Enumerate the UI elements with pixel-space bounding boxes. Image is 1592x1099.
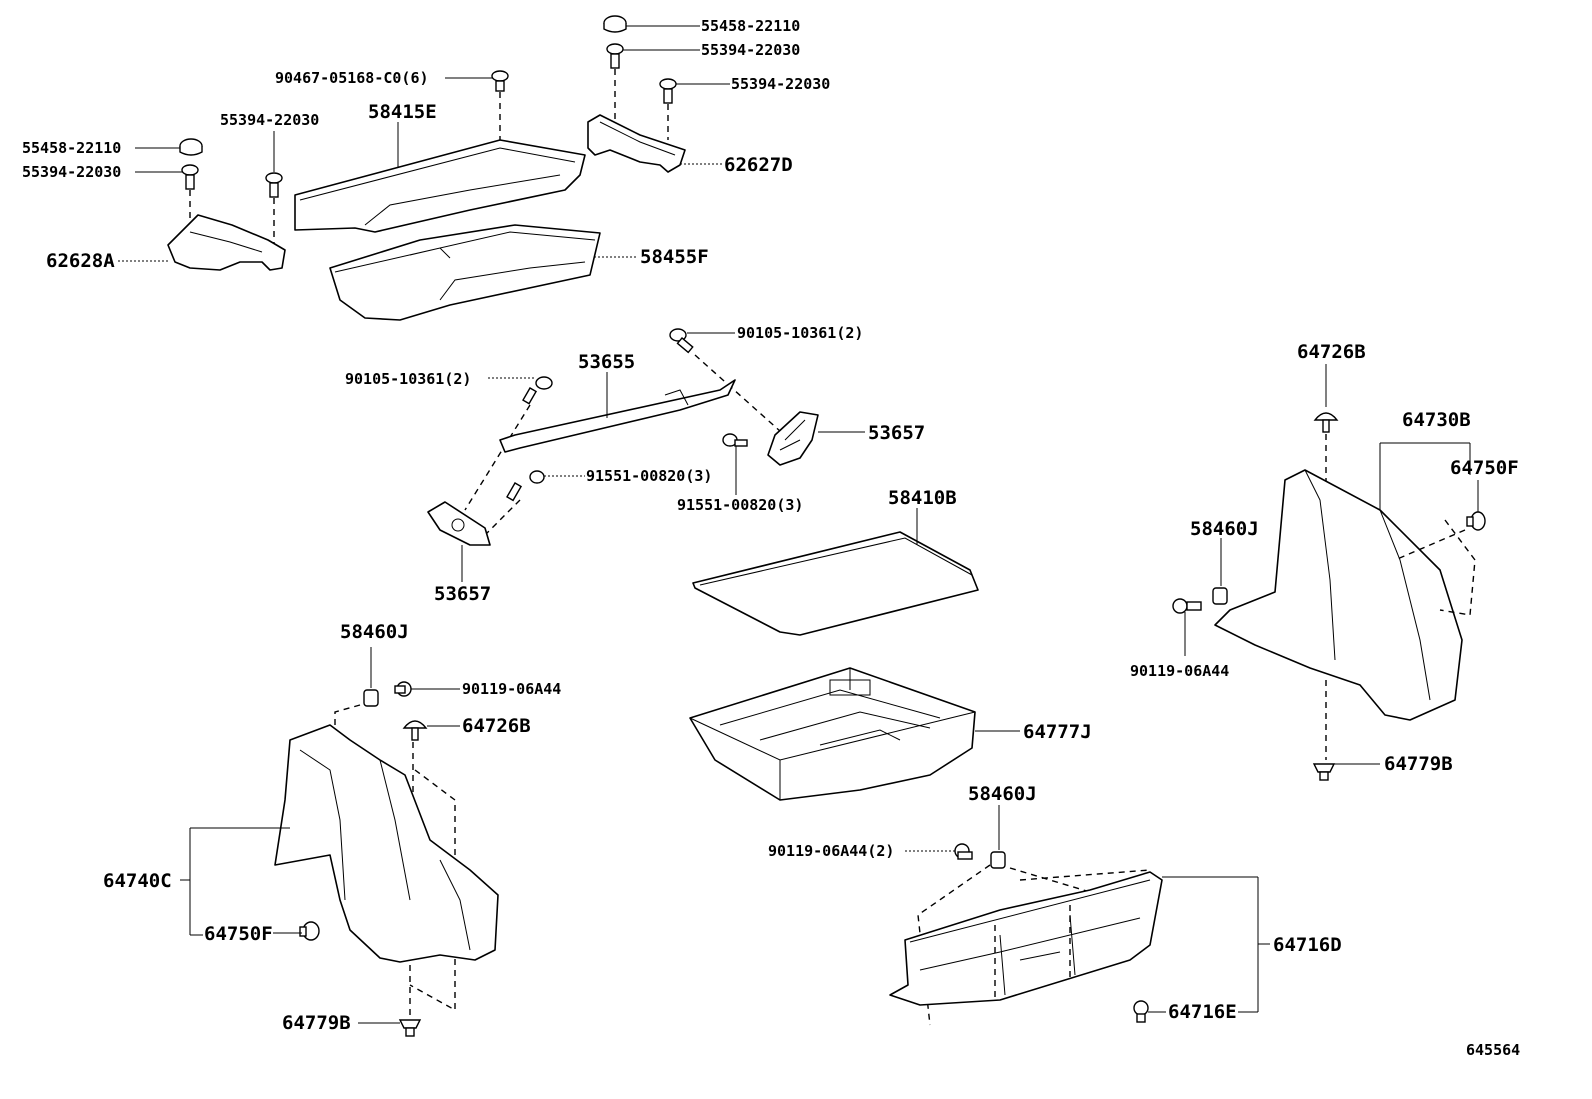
clip-64750f-right[interactable] [1466,511,1486,531]
label-58460j-a: 58460J [1190,518,1259,540]
bracket-62628a[interactable] [167,214,286,271]
screw-55394-22030-top[interactable] [606,43,624,69]
label-64726b-a: 64726B [1297,341,1366,363]
bolt-90119-06a44-right[interactable] [1172,598,1202,614]
scuff-64716d[interactable] [889,871,1163,1006]
clip-90467-05168[interactable] [491,70,509,92]
label-53655: 53655 [578,351,635,373]
label-53657-b: 53657 [434,583,491,605]
clip-64779b-right[interactable] [1312,763,1336,781]
clip-64716e[interactable] [1133,1000,1149,1023]
label-91551-00820-a: 91551-00820(3) [586,467,712,485]
bolt-90119-06a44-left[interactable] [394,681,412,697]
label-64716e: 64716E [1168,1001,1237,1023]
diagram-id: 645564 [1466,1041,1520,1059]
clip-64726b-left[interactable] [402,720,428,741]
bracket-62627d[interactable] [587,114,686,173]
label-64740c: 64740C [103,870,172,892]
label-64750f-b: 64750F [204,923,273,945]
label-64750f-a: 64750F [1450,457,1519,479]
label-55458-22110-b: 55458-22110 [701,17,800,35]
label-58460j-c: 58460J [968,783,1037,805]
label-58455f: 58455F [640,246,709,268]
nut-58460j-lower[interactable] [990,851,1006,869]
cover-58415e[interactable] [294,139,586,233]
label-58460j-b: 58460J [340,621,409,643]
label-64779b-b: 64779B [282,1012,351,1034]
screw-55394-22030-midleft[interactable] [265,172,283,198]
bolt-91551-00820-left[interactable] [506,470,545,502]
label-90119-06a44-c: 90119-06A44(2) [768,842,894,860]
label-64730b: 64730B [1402,409,1471,431]
board-58410b[interactable] [692,531,979,636]
screw-55394-22030-left[interactable] [181,164,199,190]
label-55394-22030-c: 55394-22030 [220,111,319,129]
cap-55458-22110-left[interactable] [179,138,203,156]
bolt-91551-00820-right[interactable] [722,433,748,447]
clip-64779b-left[interactable] [398,1019,422,1037]
label-62627d: 62627D [724,154,793,176]
nut-58460j-right[interactable] [1212,587,1228,605]
label-55394-22030-d: 55394-22030 [731,75,830,93]
label-90467-05168: 90467-05168-C0(6) [275,69,429,87]
tray-58455f[interactable] [329,224,601,321]
label-55458-22110-a: 55458-22110 [22,139,121,157]
cap-55458-22110-top[interactable] [603,15,627,33]
label-90119-06a44-a: 90119-06A44 [1130,662,1229,680]
clip-64726b-right[interactable] [1313,412,1339,433]
bolt-90105-10361-right[interactable] [669,328,694,354]
label-64777j: 64777J [1023,721,1092,743]
label-91551-00820-b: 91551-00820(3) [677,496,803,514]
label-55394-22030-b: 55394-22030 [701,41,800,59]
bolt-90105-10361-left[interactable] [522,376,553,405]
label-55394-22030-a: 55394-22030 [22,163,121,181]
nut-58460j-left[interactable] [363,689,379,707]
label-64779b-a: 64779B [1384,753,1453,775]
label-64726b-b: 64726B [462,715,531,737]
clip-64750f-left[interactable] [299,921,320,941]
hinge-53657-left[interactable] [427,501,491,546]
label-90105-10361-b: 90105-10361(2) [737,324,863,342]
label-90105-10361-a: 90105-10361(2) [345,370,471,388]
label-53657-a: 53657 [868,422,925,444]
label-90119-06a44-b: 90119-06A44 [462,680,561,698]
label-62628a: 62628A [46,250,115,272]
rod-53655[interactable] [499,379,736,453]
trim-64730b[interactable] [1214,469,1463,721]
label-64716d: 64716D [1273,934,1342,956]
screw-55394-22030-right[interactable] [659,78,677,104]
bolt-90119-06a44-lower[interactable] [954,843,973,860]
label-58410b: 58410B [888,487,957,509]
label-58415e: 58415E [368,101,437,123]
box-64777j[interactable] [689,667,976,801]
hinge-53657-right[interactable] [767,411,819,466]
